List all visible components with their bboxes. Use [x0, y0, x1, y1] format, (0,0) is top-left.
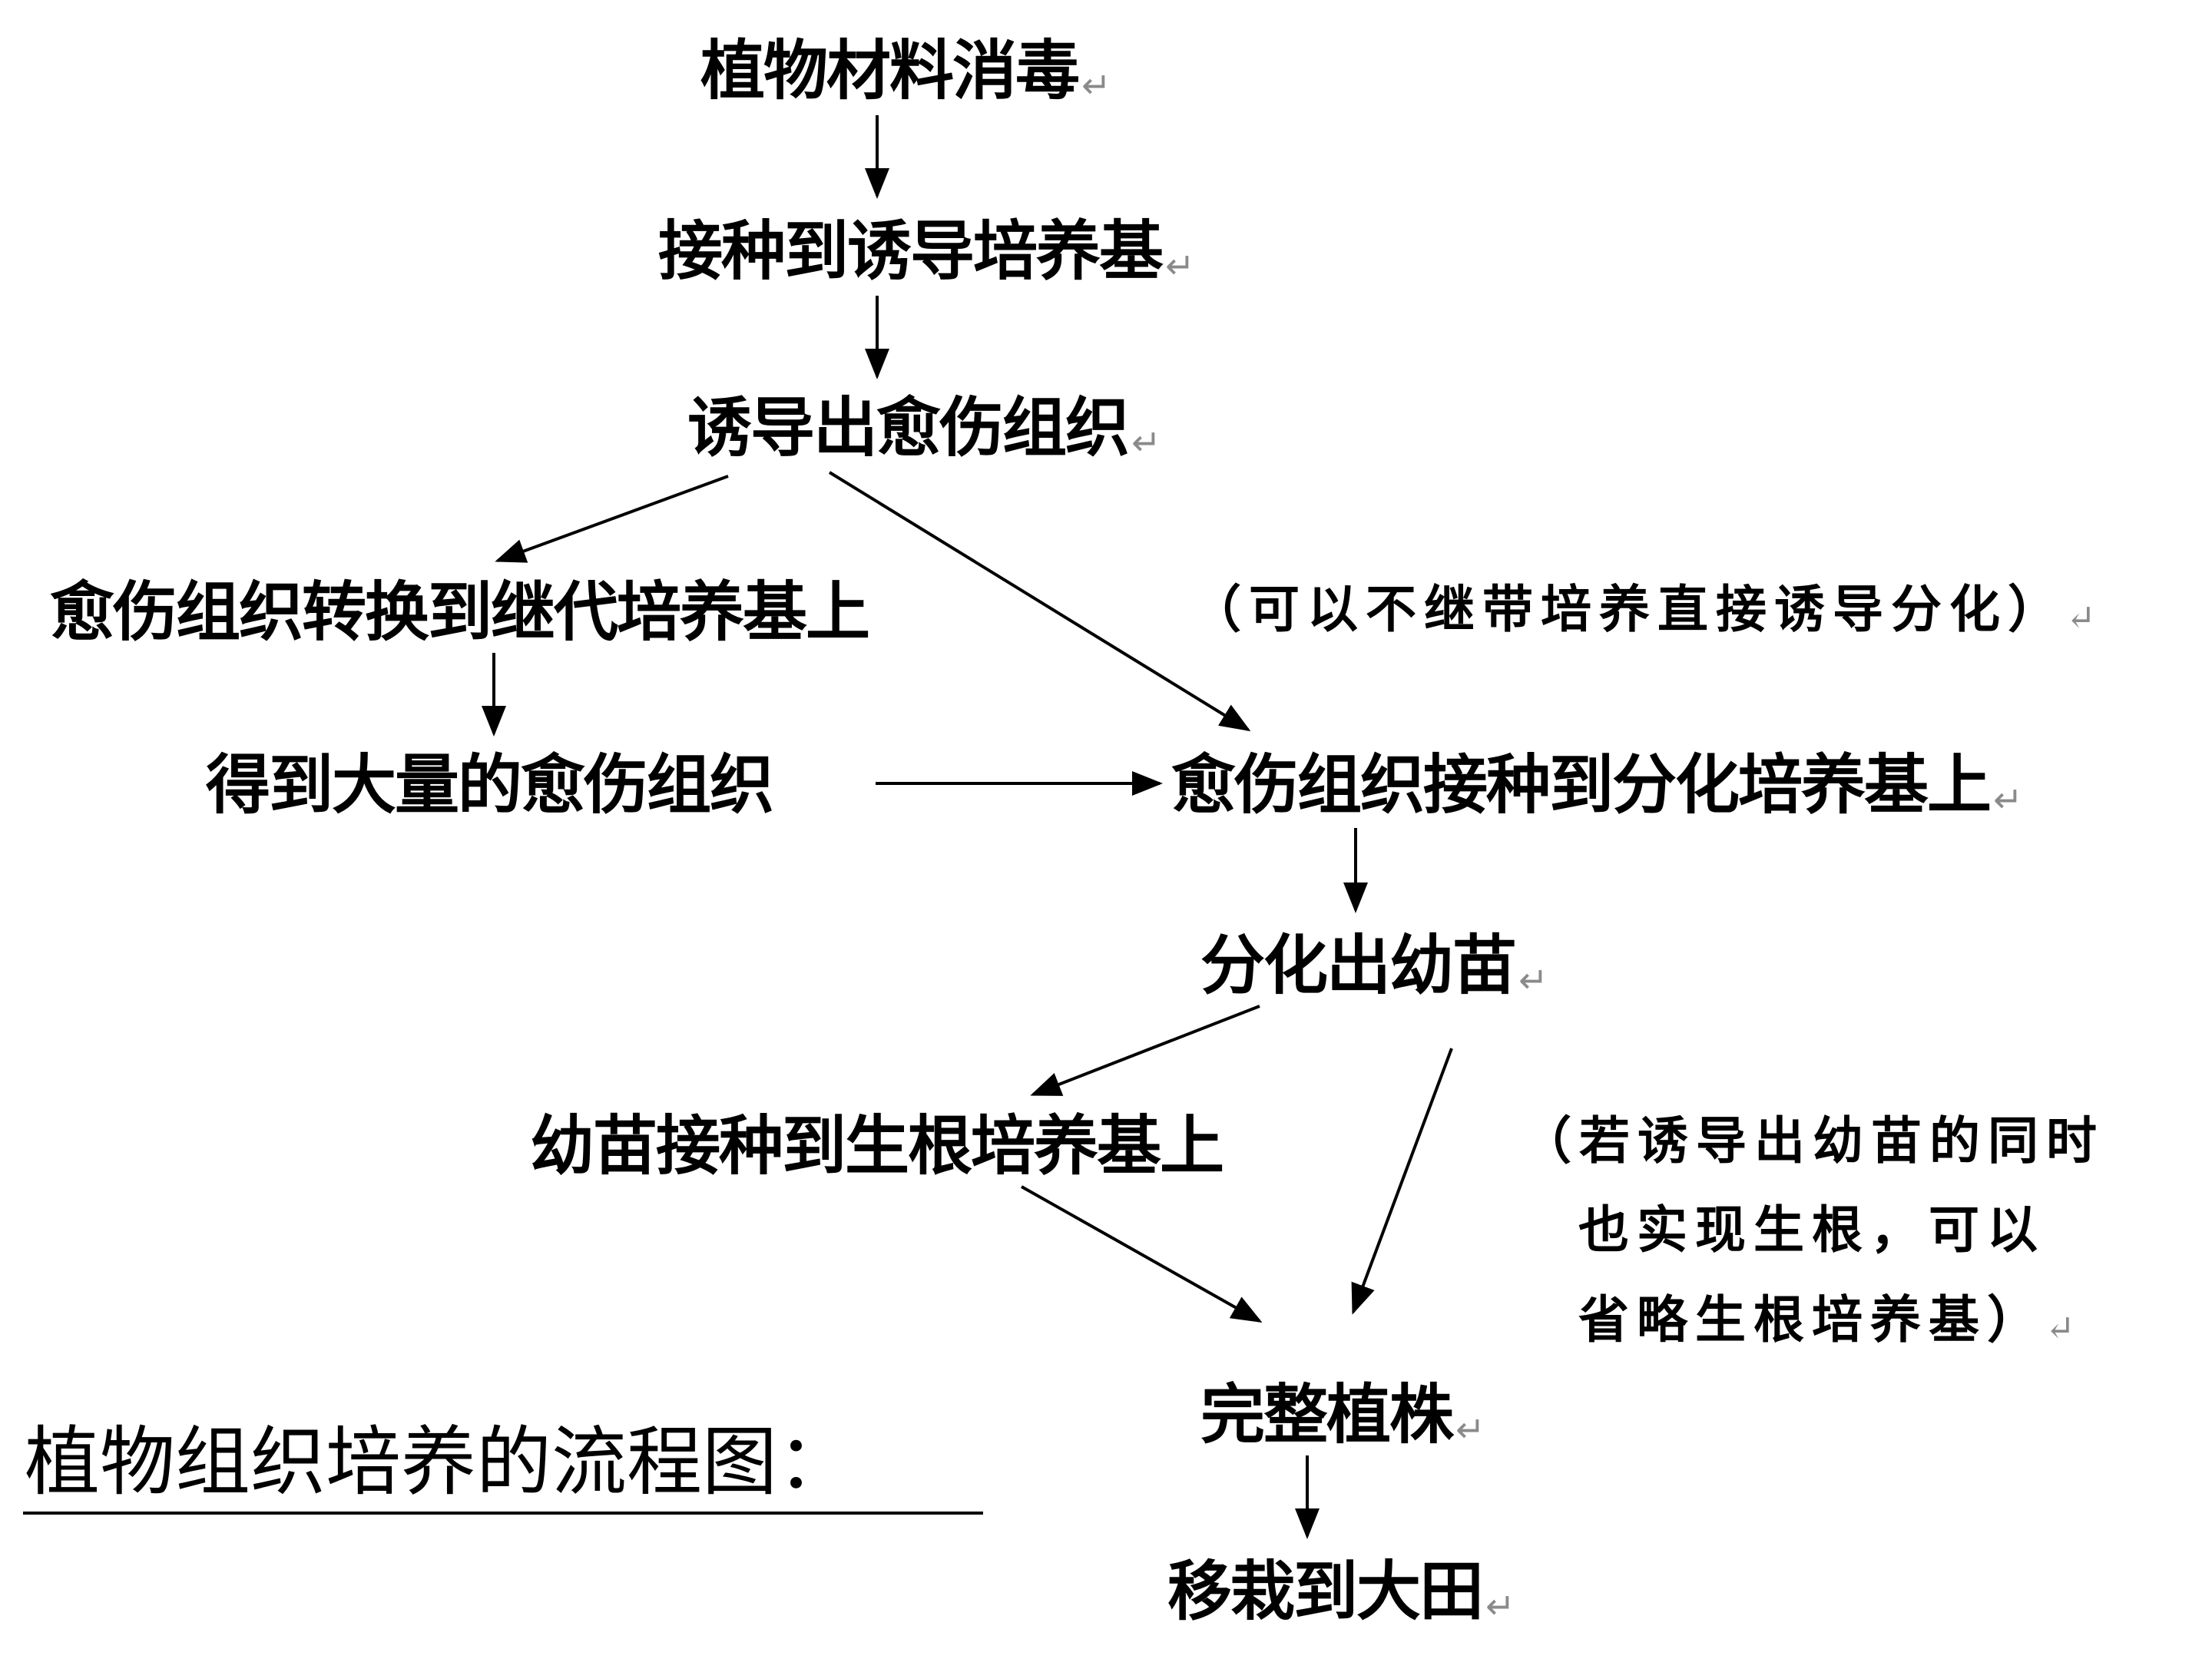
node-callus-subculture-text: 愈伤组织转换到继代培养基上 [50, 575, 870, 650]
diagram-title: 植物组织培养的流程图： [25, 1419, 853, 1506]
paragraph-mark-icon: ↵ [2045, 1307, 2075, 1349]
node-inoculate-induction: 接种到诱导培养基↵ [658, 219, 1195, 286]
node-sterilize: 植物材料消毒↵ [700, 38, 1111, 106]
title-underline [23, 1512, 983, 1515]
node-induce-callus: 诱导出愈伤组织↵ [687, 396, 1161, 463]
node-seedling: 分化出幼苗↵ [1200, 933, 1548, 1001]
node-sterilize-text: 植物材料消毒 [700, 33, 1080, 108]
note-skip-rooting-line3: 省略生根培养基）↵ [1578, 1294, 2075, 1346]
paragraph-mark-icon: ↵ [1518, 959, 1548, 1001]
paragraph-mark-icon: ↵ [2066, 597, 2096, 638]
paragraph-mark-icon: ↵ [1993, 779, 2023, 820]
paragraph-mark-icon: ↵ [1485, 1585, 1515, 1627]
arrow-rooting-to-whole-plant [1021, 1185, 1263, 1323]
arrow-seedling-to-rooting [1030, 1005, 1260, 1096]
node-seedling-rooting-text: 幼苗接种到生根培养基上 [530, 1108, 1224, 1184]
arrow-seedling-to-whole-plant [1351, 1048, 1453, 1315]
node-transplant: 移栽到大田↵ [1167, 1559, 1515, 1627]
arrow-induce-callus-to-subculture [495, 475, 729, 563]
note-skip-rooting-line3-text: 省略生根培养基） [1578, 1290, 2045, 1349]
node-mass-callus: 得到大量的愈伤组织 [206, 753, 774, 817]
node-callus-differentiation-text: 愈伤组织接种到分化培养基上 [1171, 747, 1992, 823]
node-seedling-rooting: 幼苗接种到生根培养基上 [530, 1114, 1224, 1178]
node-whole-plant-text: 完整植株 [1200, 1377, 1454, 1452]
note-skip-rooting-line1: （若诱导出幼苗的同时 [1521, 1115, 2104, 1166]
node-whole-plant: 完整植株↵ [1200, 1382, 1485, 1450]
node-callus-differentiation: 愈伤组织接种到分化培养基上↵ [1171, 753, 2023, 820]
note-skip-subculture-text: （可以不继带培养直接诱导分化） [1190, 579, 2066, 639]
node-mass-callus-text: 得到大量的愈伤组织 [206, 747, 774, 823]
paragraph-mark-icon: ↵ [1165, 245, 1195, 286]
node-transplant-text: 移栽到大田 [1167, 1554, 1484, 1629]
paragraph-mark-icon: ↵ [1455, 1409, 1485, 1450]
node-callus-subculture: 愈伤组织转换到继代培养基上 [50, 580, 870, 644]
note-skip-subculture: （可以不继带培养直接诱导分化）↵ [1190, 584, 2096, 635]
note-skip-rooting-line1-text: （若诱导出幼苗的同时 [1521, 1111, 2104, 1171]
node-induce-callus-text: 诱导出愈伤组织 [687, 390, 1130, 465]
arrow-induce-callus-to-differentiation [828, 471, 1251, 732]
note-skip-rooting-line2: 也实现生根，可以 [1578, 1204, 2045, 1255]
node-inoculate-induction-text: 接种到诱导培养基 [658, 214, 1164, 289]
note-skip-rooting-line2-text: 也实现生根，可以 [1578, 1200, 2045, 1260]
node-seedling-text: 分化出幼苗 [1200, 928, 1517, 1003]
paragraph-mark-icon: ↵ [1131, 422, 1161, 463]
paragraph-mark-icon: ↵ [1081, 65, 1111, 106]
